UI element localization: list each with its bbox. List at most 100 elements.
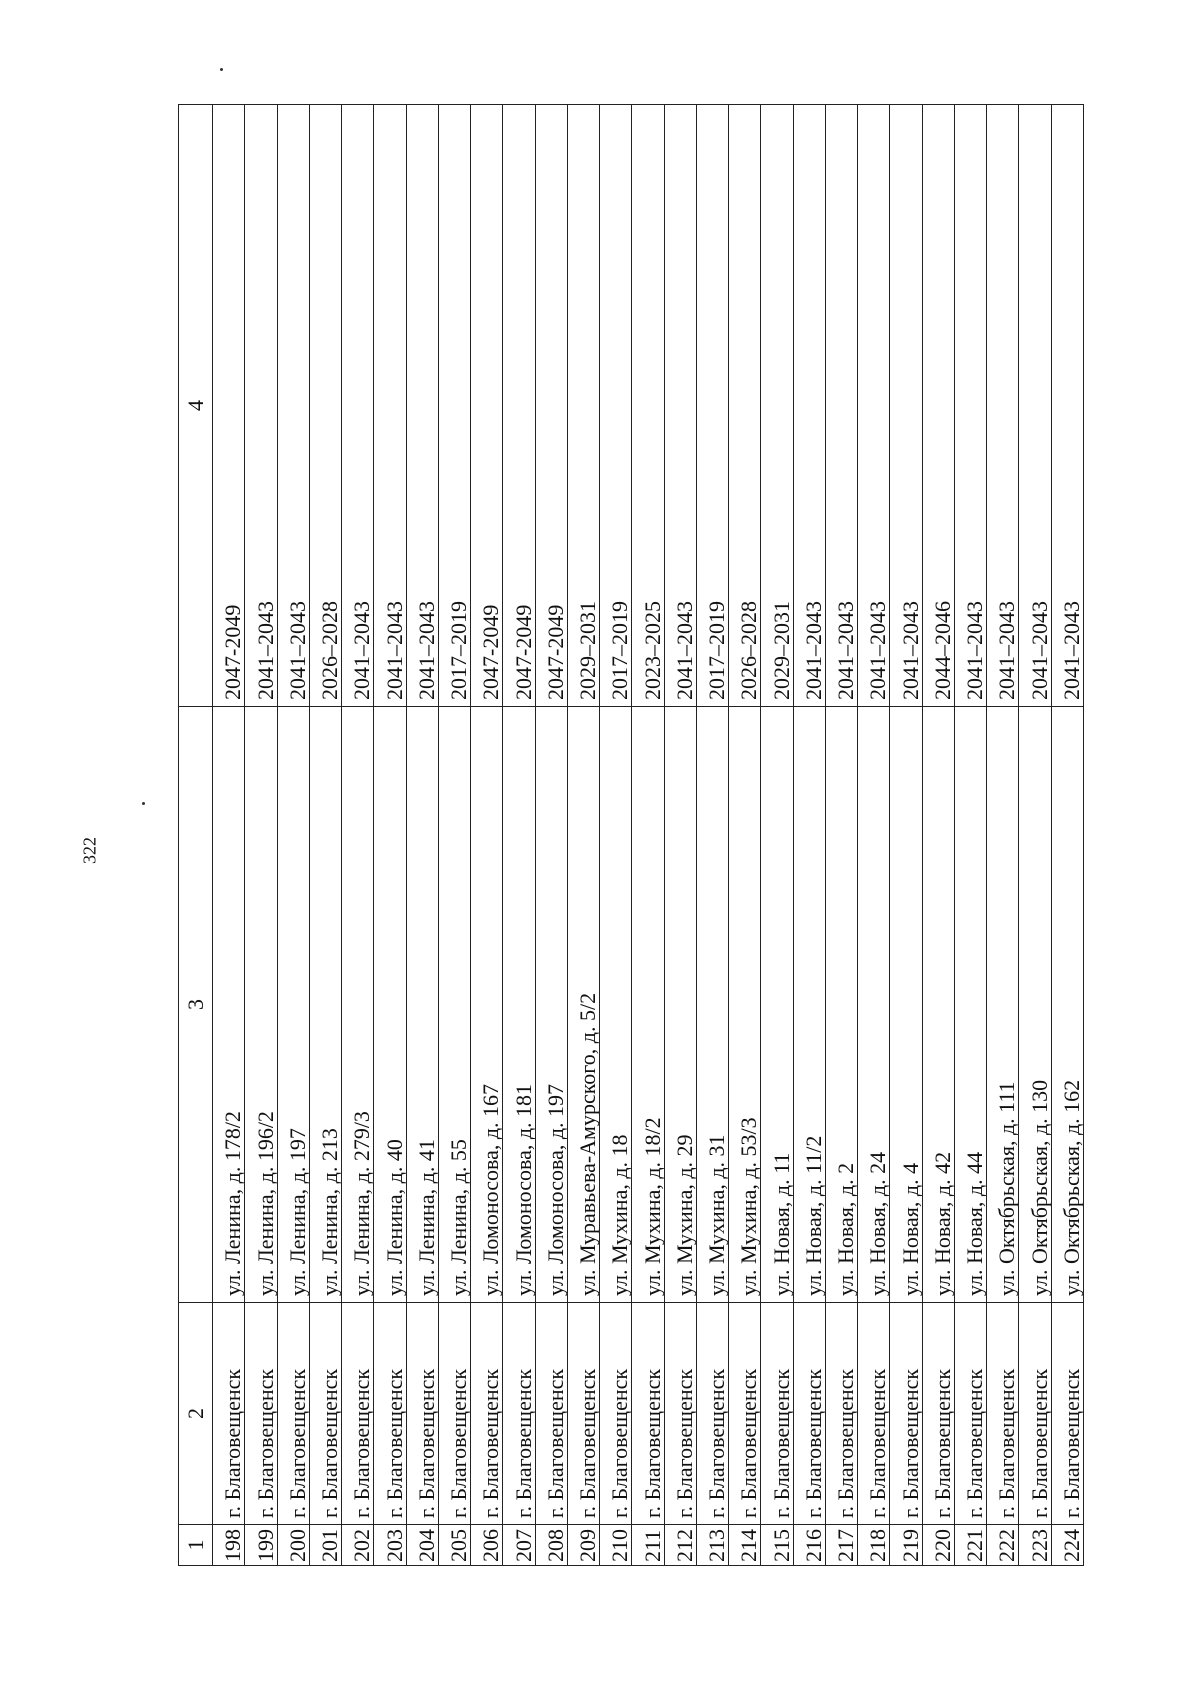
period-cell: 2041–2043 <box>341 104 374 707</box>
city-cell: г. Благовещенск <box>1018 1302 1051 1525</box>
row-number: 223 <box>1018 1524 1051 1566</box>
period-cell: 2041–2043 <box>664 104 697 707</box>
address-cell: ул. Мухина, д. 31 <box>696 706 729 1303</box>
scan-speck <box>142 802 145 805</box>
address-cell: ул. Новая, д. 4 <box>889 706 922 1303</box>
city-cell: г. Благовещенск <box>212 1302 245 1525</box>
city-cell: г. Благовещенск <box>535 1302 568 1525</box>
address-cell: ул. Муравьева-Амурского, д. 5/2 <box>567 706 600 1303</box>
address-cell: ул. Ленина, д. 279/3 <box>341 706 374 1303</box>
row-number: 198 <box>212 1524 245 1566</box>
city-cell: г. Благовещенск <box>825 1302 858 1525</box>
row-number: 204 <box>406 1524 439 1566</box>
row-number: 208 <box>535 1524 568 1566</box>
period-cell: 2041–2043 <box>277 104 310 707</box>
row-number: 205 <box>438 1524 471 1566</box>
period-cell: 2041–2043 <box>825 104 858 707</box>
city-cell: г. Благовещенск <box>857 1302 890 1525</box>
period-cell: 2026–2028 <box>728 104 761 707</box>
row-number: 216 <box>793 1524 826 1566</box>
period-cell: 2044–2046 <box>922 104 955 707</box>
city-cell: г. Благовещенск <box>277 1302 310 1525</box>
period-cell: 2017–2019 <box>599 104 632 707</box>
address-cell: ул. Новая, д. 44 <box>954 706 987 1303</box>
city-cell: г. Благовещенск <box>1051 1302 1084 1525</box>
city-cell: г. Благовещенск <box>760 1302 793 1525</box>
row-number: 206 <box>470 1524 503 1566</box>
address-cell: ул. Ленина, д. 196/2 <box>244 706 277 1303</box>
address-cell: ул. Новая, д. 11/2 <box>793 706 826 1303</box>
city-cell: г. Благовещенск <box>696 1302 729 1525</box>
row-number: 201 <box>309 1524 342 1566</box>
row-number: 202 <box>341 1524 374 1566</box>
city-cell: г. Благовещенск <box>406 1302 439 1525</box>
row-number: 221 <box>954 1524 987 1566</box>
period-cell: 2041–2043 <box>244 104 277 707</box>
address-cell: ул. Новая, д. 2 <box>825 706 858 1303</box>
period-cell: 2041–2043 <box>406 104 439 707</box>
address-cell: ул. Новая, д. 42 <box>922 706 955 1303</box>
address-cell: ул. Мухина, д. 53/3 <box>728 706 761 1303</box>
city-cell: г. Благовещенск <box>502 1302 535 1525</box>
row-number: 217 <box>825 1524 858 1566</box>
row-number: 211 <box>631 1524 664 1566</box>
city-cell: г. Благовещенск <box>986 1302 1019 1525</box>
column-header: 4 <box>178 104 213 707</box>
address-cell: ул. Новая, д. 11 <box>760 706 793 1303</box>
address-cell: ул. Мухина, д. 18/2 <box>631 706 664 1303</box>
address-cell: ул. Октябрьская, д. 130 <box>1018 706 1051 1303</box>
row-number: 210 <box>599 1524 632 1566</box>
period-cell: 2029–2031 <box>760 104 793 707</box>
address-cell: ул. Ломоносова, д. 197 <box>535 706 568 1303</box>
period-cell: 2023–2025 <box>631 104 664 707</box>
period-cell: 2041–2043 <box>1051 104 1084 707</box>
period-cell: 2041–2043 <box>373 104 406 707</box>
city-cell: г. Благовещенск <box>309 1302 342 1525</box>
row-number: 220 <box>922 1524 955 1566</box>
period-cell: 2047-2049 <box>535 104 568 707</box>
period-cell: 2041–2043 <box>986 104 1019 707</box>
address-cell: ул. Ленина, д. 197 <box>277 706 310 1303</box>
city-cell: г. Благовещенск <box>567 1302 600 1525</box>
city-cell: г. Благовещенск <box>438 1302 471 1525</box>
city-cell: г. Благовещенск <box>728 1302 761 1525</box>
row-number: 218 <box>857 1524 890 1566</box>
row-number: 213 <box>696 1524 729 1566</box>
address-cell: ул. Ленина, д. 55 <box>438 706 471 1303</box>
address-cell: ул. Ломоносова, д. 167 <box>470 706 503 1303</box>
row-number: 224 <box>1051 1524 1084 1566</box>
period-cell: 2026–2028 <box>309 104 342 707</box>
city-cell: г. Благовещенск <box>373 1302 406 1525</box>
row-number: 209 <box>567 1524 600 1566</box>
period-cell: 2017–2019 <box>696 104 729 707</box>
city-cell: г. Благовещенск <box>470 1302 503 1525</box>
table-header-row: 1 2 3 4 <box>178 104 213 1566</box>
address-cell: ул. Ленина, д. 40 <box>373 706 406 1303</box>
city-cell: г. Благовещенск <box>244 1302 277 1525</box>
city-cell: г. Благовещенск <box>631 1302 664 1525</box>
address-cell: ул. Ломоносова, д. 181 <box>502 706 535 1303</box>
address-cell: ул. Октябрьская, д. 162 <box>1051 706 1084 1303</box>
